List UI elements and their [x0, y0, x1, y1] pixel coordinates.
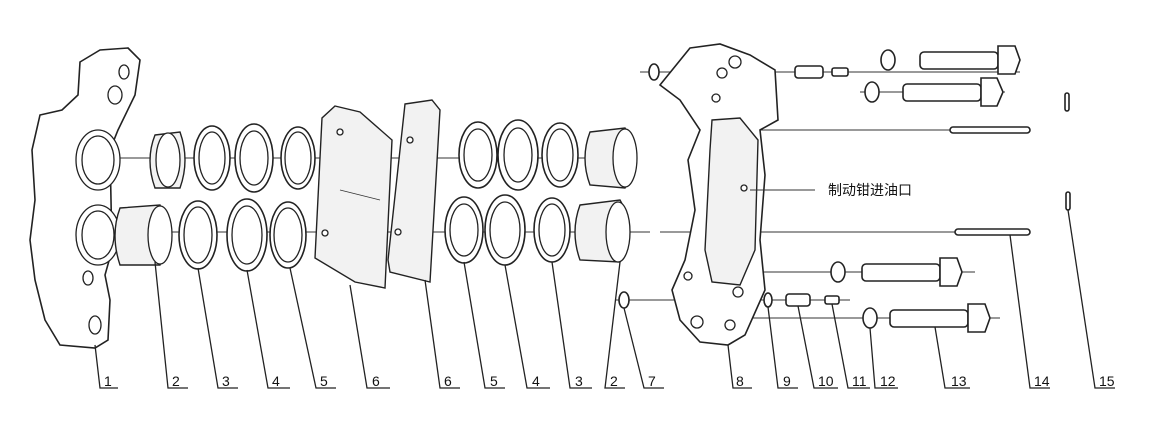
retaining-pins [1064, 92, 1071, 211]
callout-4b: 4 [532, 373, 540, 389]
brake-pad-right [387, 99, 441, 283]
bolt-lower-2 [862, 303, 991, 333]
callout-5b: 5 [490, 373, 498, 389]
brake-pad-left [314, 105, 393, 289]
seal-rings-left [178, 123, 316, 272]
callout-labels: 1 2 3 4 5 6 6 5 4 3 2 7 8 9 10 11 12 13 … [104, 373, 1115, 389]
callout-13: 13 [951, 373, 967, 389]
o-rings [618, 63, 660, 309]
caliper-left-half [29, 47, 141, 349]
callout-3: 3 [222, 373, 230, 389]
seal-rings-right [444, 119, 579, 266]
callout-11: 11 [852, 373, 867, 389]
piston-right-lower [574, 199, 631, 263]
piston-right-upper [584, 127, 638, 189]
callout-2b: 2 [610, 373, 618, 389]
callout-15: 15 [1099, 373, 1115, 389]
callout-6b: 6 [444, 373, 452, 389]
inlet-note: 制动钳进油口 [828, 183, 912, 199]
callout-14: 14 [1034, 373, 1050, 389]
bolt-lower-1 [830, 257, 963, 287]
callout-1: 1 [104, 373, 112, 389]
bolt-upper-2 [864, 77, 1004, 107]
bolt-upper-1 [880, 45, 1021, 75]
callout-2: 2 [172, 373, 180, 389]
callout-4: 4 [272, 373, 280, 389]
inlet-annotation: 制动钳进油口 [750, 183, 912, 199]
guide-pins [949, 126, 1031, 236]
leader-lines [94, 209, 1115, 389]
piston-left-upper [149, 131, 186, 189]
piston-left-lower [114, 204, 173, 266]
callout-12: 12 [880, 373, 896, 389]
callout-9: 9 [783, 373, 791, 389]
callout-6: 6 [372, 373, 380, 389]
callout-10: 10 [818, 373, 834, 389]
bleed-screw-upper [794, 65, 849, 79]
caliper-right-half [658, 43, 779, 346]
callout-3b: 3 [575, 373, 583, 389]
callout-8: 8 [736, 373, 744, 389]
callout-5: 5 [320, 373, 328, 389]
callout-7: 7 [648, 373, 656, 389]
